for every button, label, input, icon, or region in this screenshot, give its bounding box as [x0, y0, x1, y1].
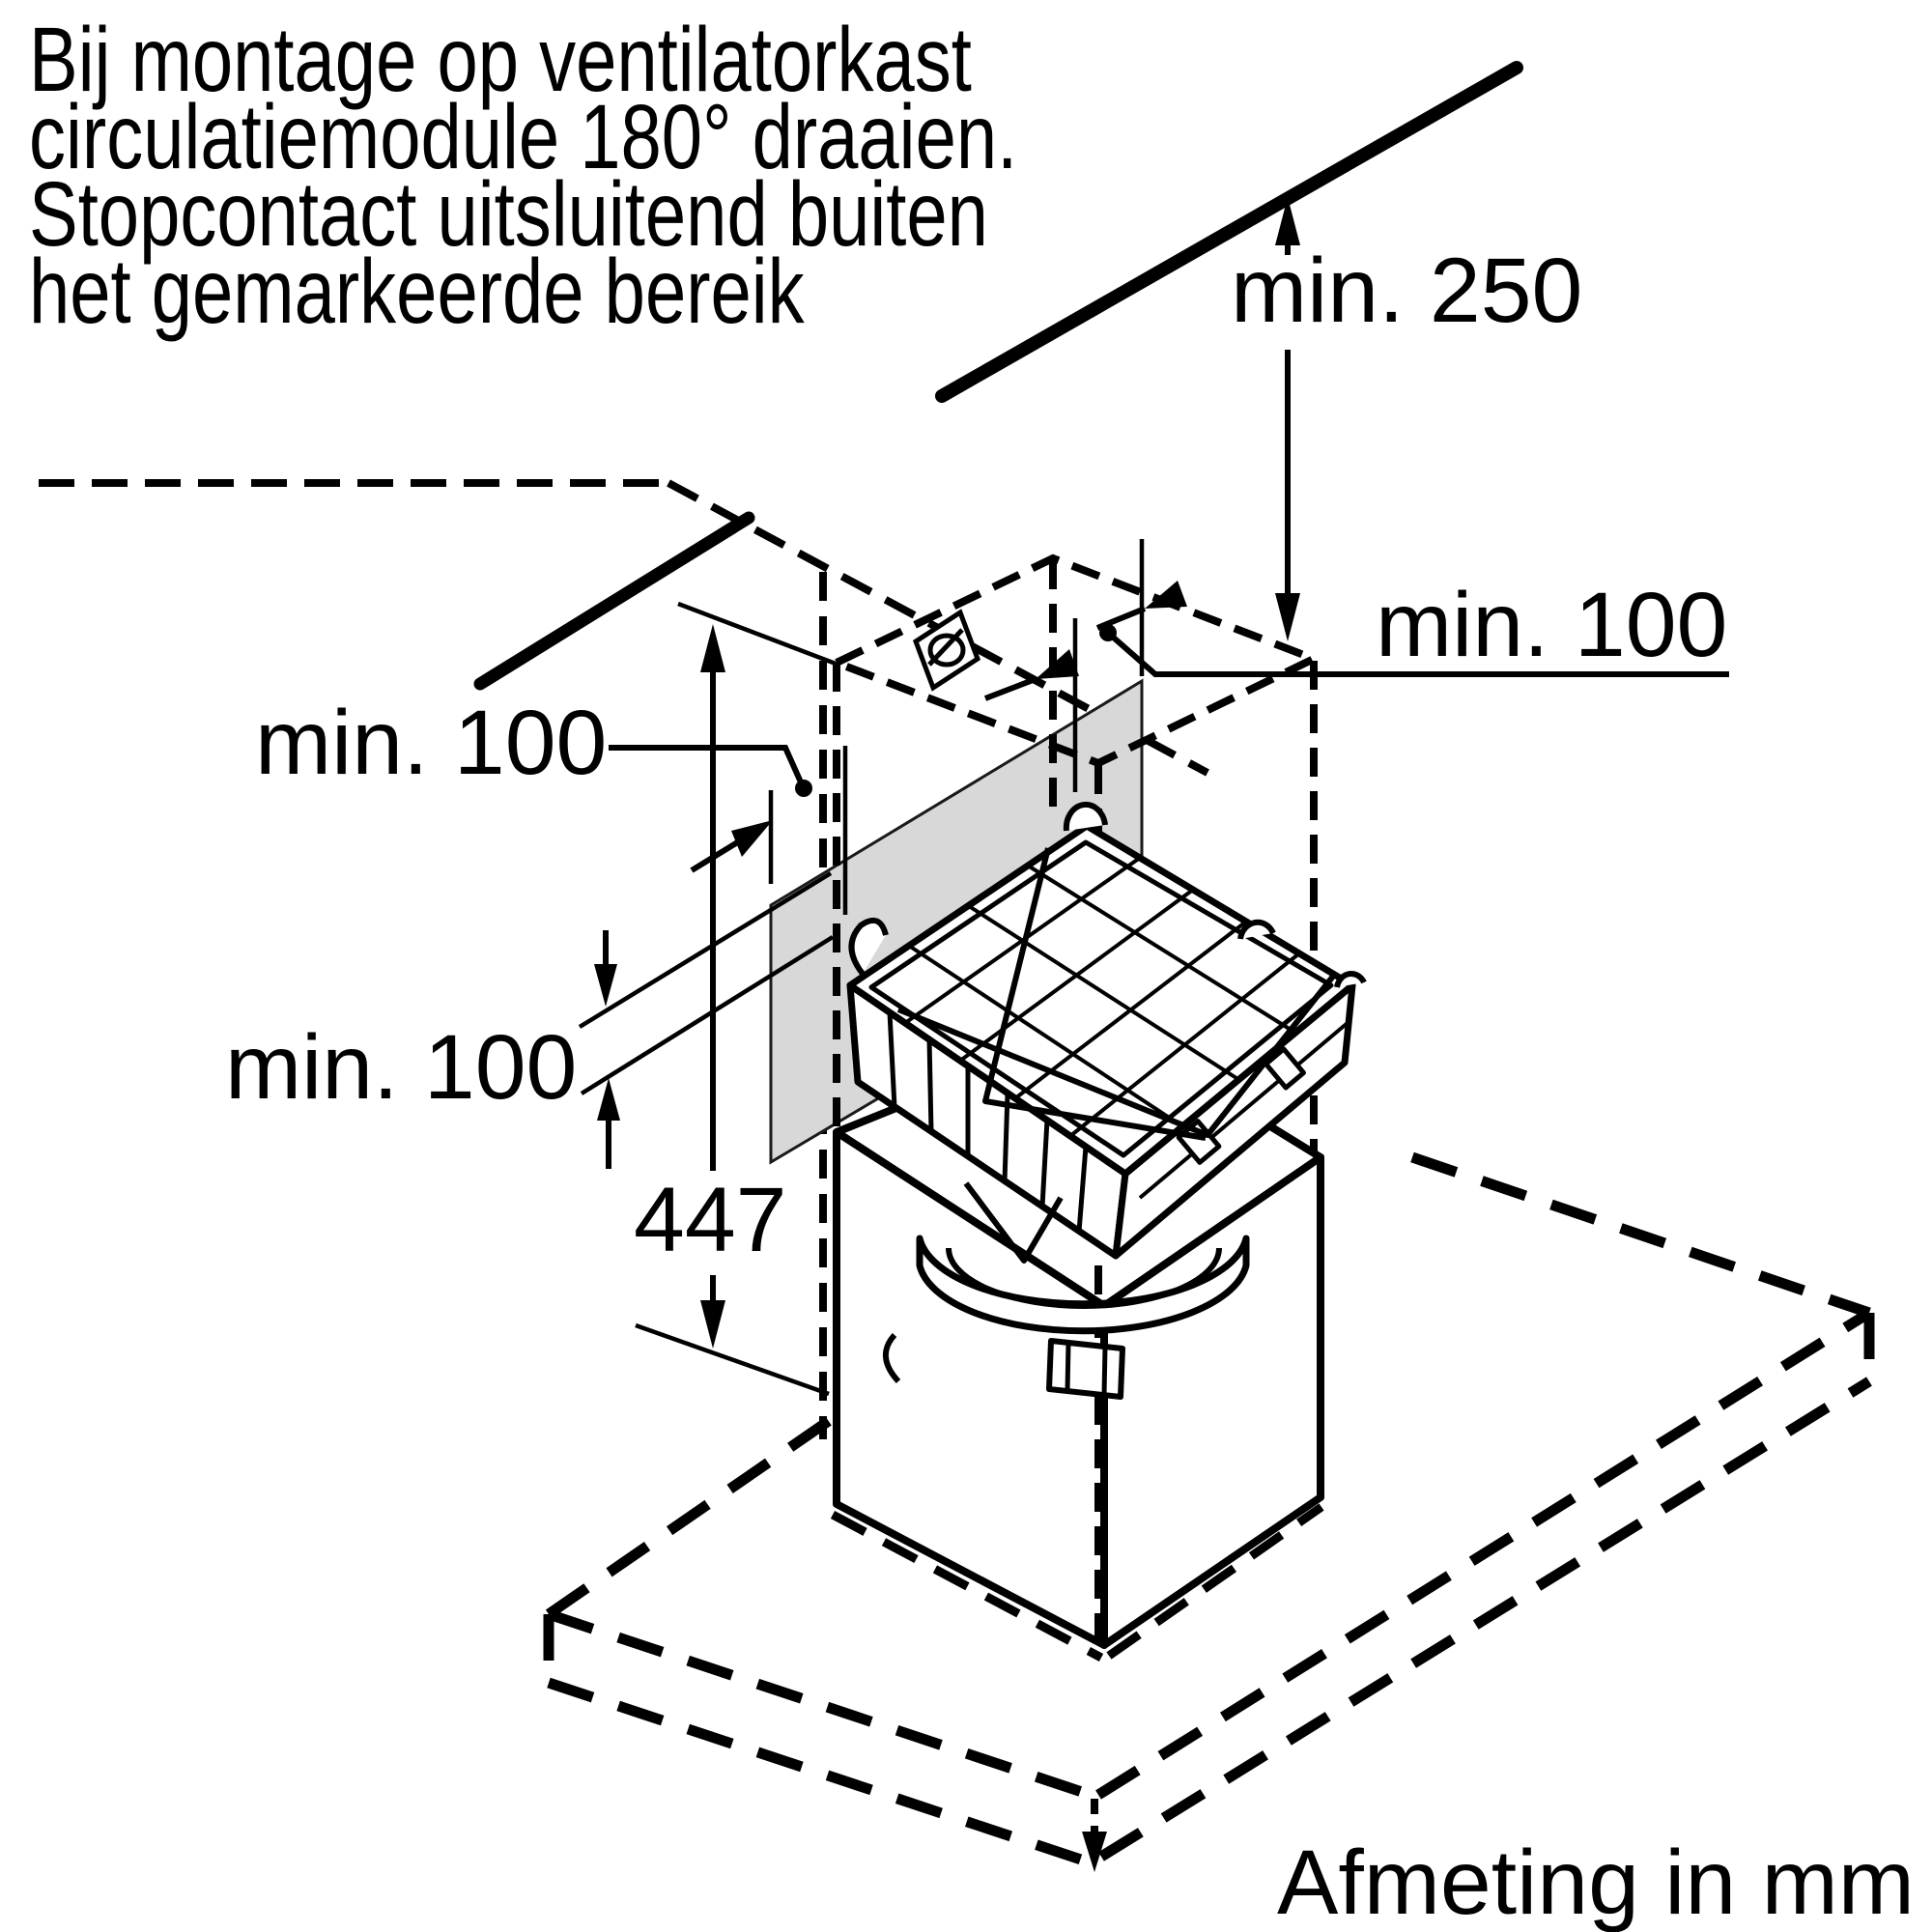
worktop-front-corner-arrow — [1082, 1799, 1107, 1872]
note-line-2: circulatiemodule 180° draaien. — [29, 86, 1018, 188]
worktop-dashed-outline — [543, 1151, 1875, 1868]
power-socket-icon — [912, 609, 981, 692]
filter-retainer-wires — [896, 847, 1338, 1264]
dimension-label-min100-upper-left: min. 100 — [255, 692, 608, 794]
filter-grid-lines — [903, 856, 1301, 1138]
dimension-arrows — [594, 581, 1187, 1169]
dimension-label-447: 447 — [634, 1169, 787, 1271]
dimension-min250 — [1275, 197, 1300, 641]
module-filter-top — [846, 822, 1356, 1264]
marked-area-wall-stroke-left — [473, 511, 755, 691]
note-line-4: het gemarkeerde bereik — [29, 241, 805, 343]
units-label: Afmeting in mm — [1277, 1832, 1915, 1932]
note-line-3: Stopcontact uitsluitend buiten — [29, 163, 988, 266]
leader-min100-upper-left — [609, 745, 812, 797]
dimension-label-min100-right: min. 100 — [1376, 574, 1728, 676]
note-line-1: Bij montage op ventilatorkast — [29, 9, 972, 111]
worktop-hidden-edge-dashes — [830, 1503, 1324, 1662]
installation-note: Bij montage op ventilatorkast circulatie… — [29, 9, 1018, 343]
marked-area-wall-stroke-top-right — [935, 61, 1523, 403]
recirculation-module — [846, 801, 1367, 1400]
module-collar — [916, 1235, 1250, 1400]
module-clips — [848, 801, 1367, 1384]
extension-lines — [578, 539, 1145, 1397]
dimension-label-min250: min. 250 — [1231, 240, 1583, 342]
dimension-447 — [700, 624, 725, 1349]
dimension-label-min100-lower-left: min. 100 — [225, 1016, 578, 1119]
